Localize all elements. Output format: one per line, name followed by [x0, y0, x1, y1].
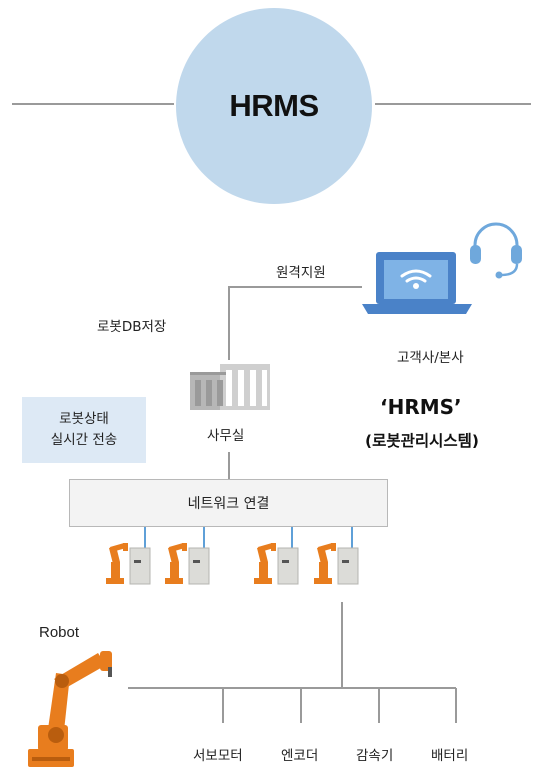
- robot-controller-icon: [337, 547, 359, 585]
- industrial-robot-icon: [314, 543, 336, 584]
- status-line-2: 실시간 전송: [50, 432, 118, 448]
- robot-unit-3: [254, 543, 299, 585]
- hrms-circle: HRMS: [176, 8, 372, 204]
- office-label: 사무실: [207, 428, 245, 444]
- robot-label: Robot: [39, 624, 80, 641]
- industrial-robot-icon: [28, 651, 112, 767]
- brand-title: ‘HRMS’: [380, 395, 462, 419]
- brand-subtitle: (로봇관리시스템): [365, 432, 479, 450]
- realtime-status-box: 로봇상태 실시간 전송: [22, 397, 146, 463]
- network-label: 네트워크 연결: [187, 496, 270, 512]
- component-servo-motor: 서보모터: [193, 748, 243, 764]
- robot-controller-icon: [129, 547, 151, 585]
- office-building-icon: [190, 364, 270, 410]
- hrms-circle-title: HRMS: [229, 88, 319, 123]
- robot-unit-4: [314, 543, 359, 585]
- status-line-1: 로봇상태: [59, 411, 109, 427]
- component-encoder: 엔코더: [281, 748, 319, 764]
- industrial-robot-icon: [254, 543, 276, 584]
- robot-unit-1: [106, 543, 151, 585]
- robot-controller-icon: [188, 547, 210, 585]
- laptop-wifi-icon: [362, 252, 472, 314]
- robot-db-label: 로봇DB저장: [97, 319, 167, 335]
- customer-hq-label: 고객사/본사: [397, 350, 464, 366]
- remote-support-line: [228, 286, 362, 360]
- industrial-robot-icon: [106, 543, 128, 584]
- robot-unit-2: [165, 543, 210, 585]
- robot-controller-icon: [277, 547, 299, 585]
- network-box: 네트워크 연결: [69, 479, 388, 527]
- industrial-robot-icon: [165, 543, 187, 584]
- component-reducer: 감속기: [356, 748, 394, 764]
- remote-support-label: 원격지원: [276, 265, 326, 281]
- component-battery: 배터리: [431, 748, 469, 764]
- headset-icon: [470, 222, 522, 279]
